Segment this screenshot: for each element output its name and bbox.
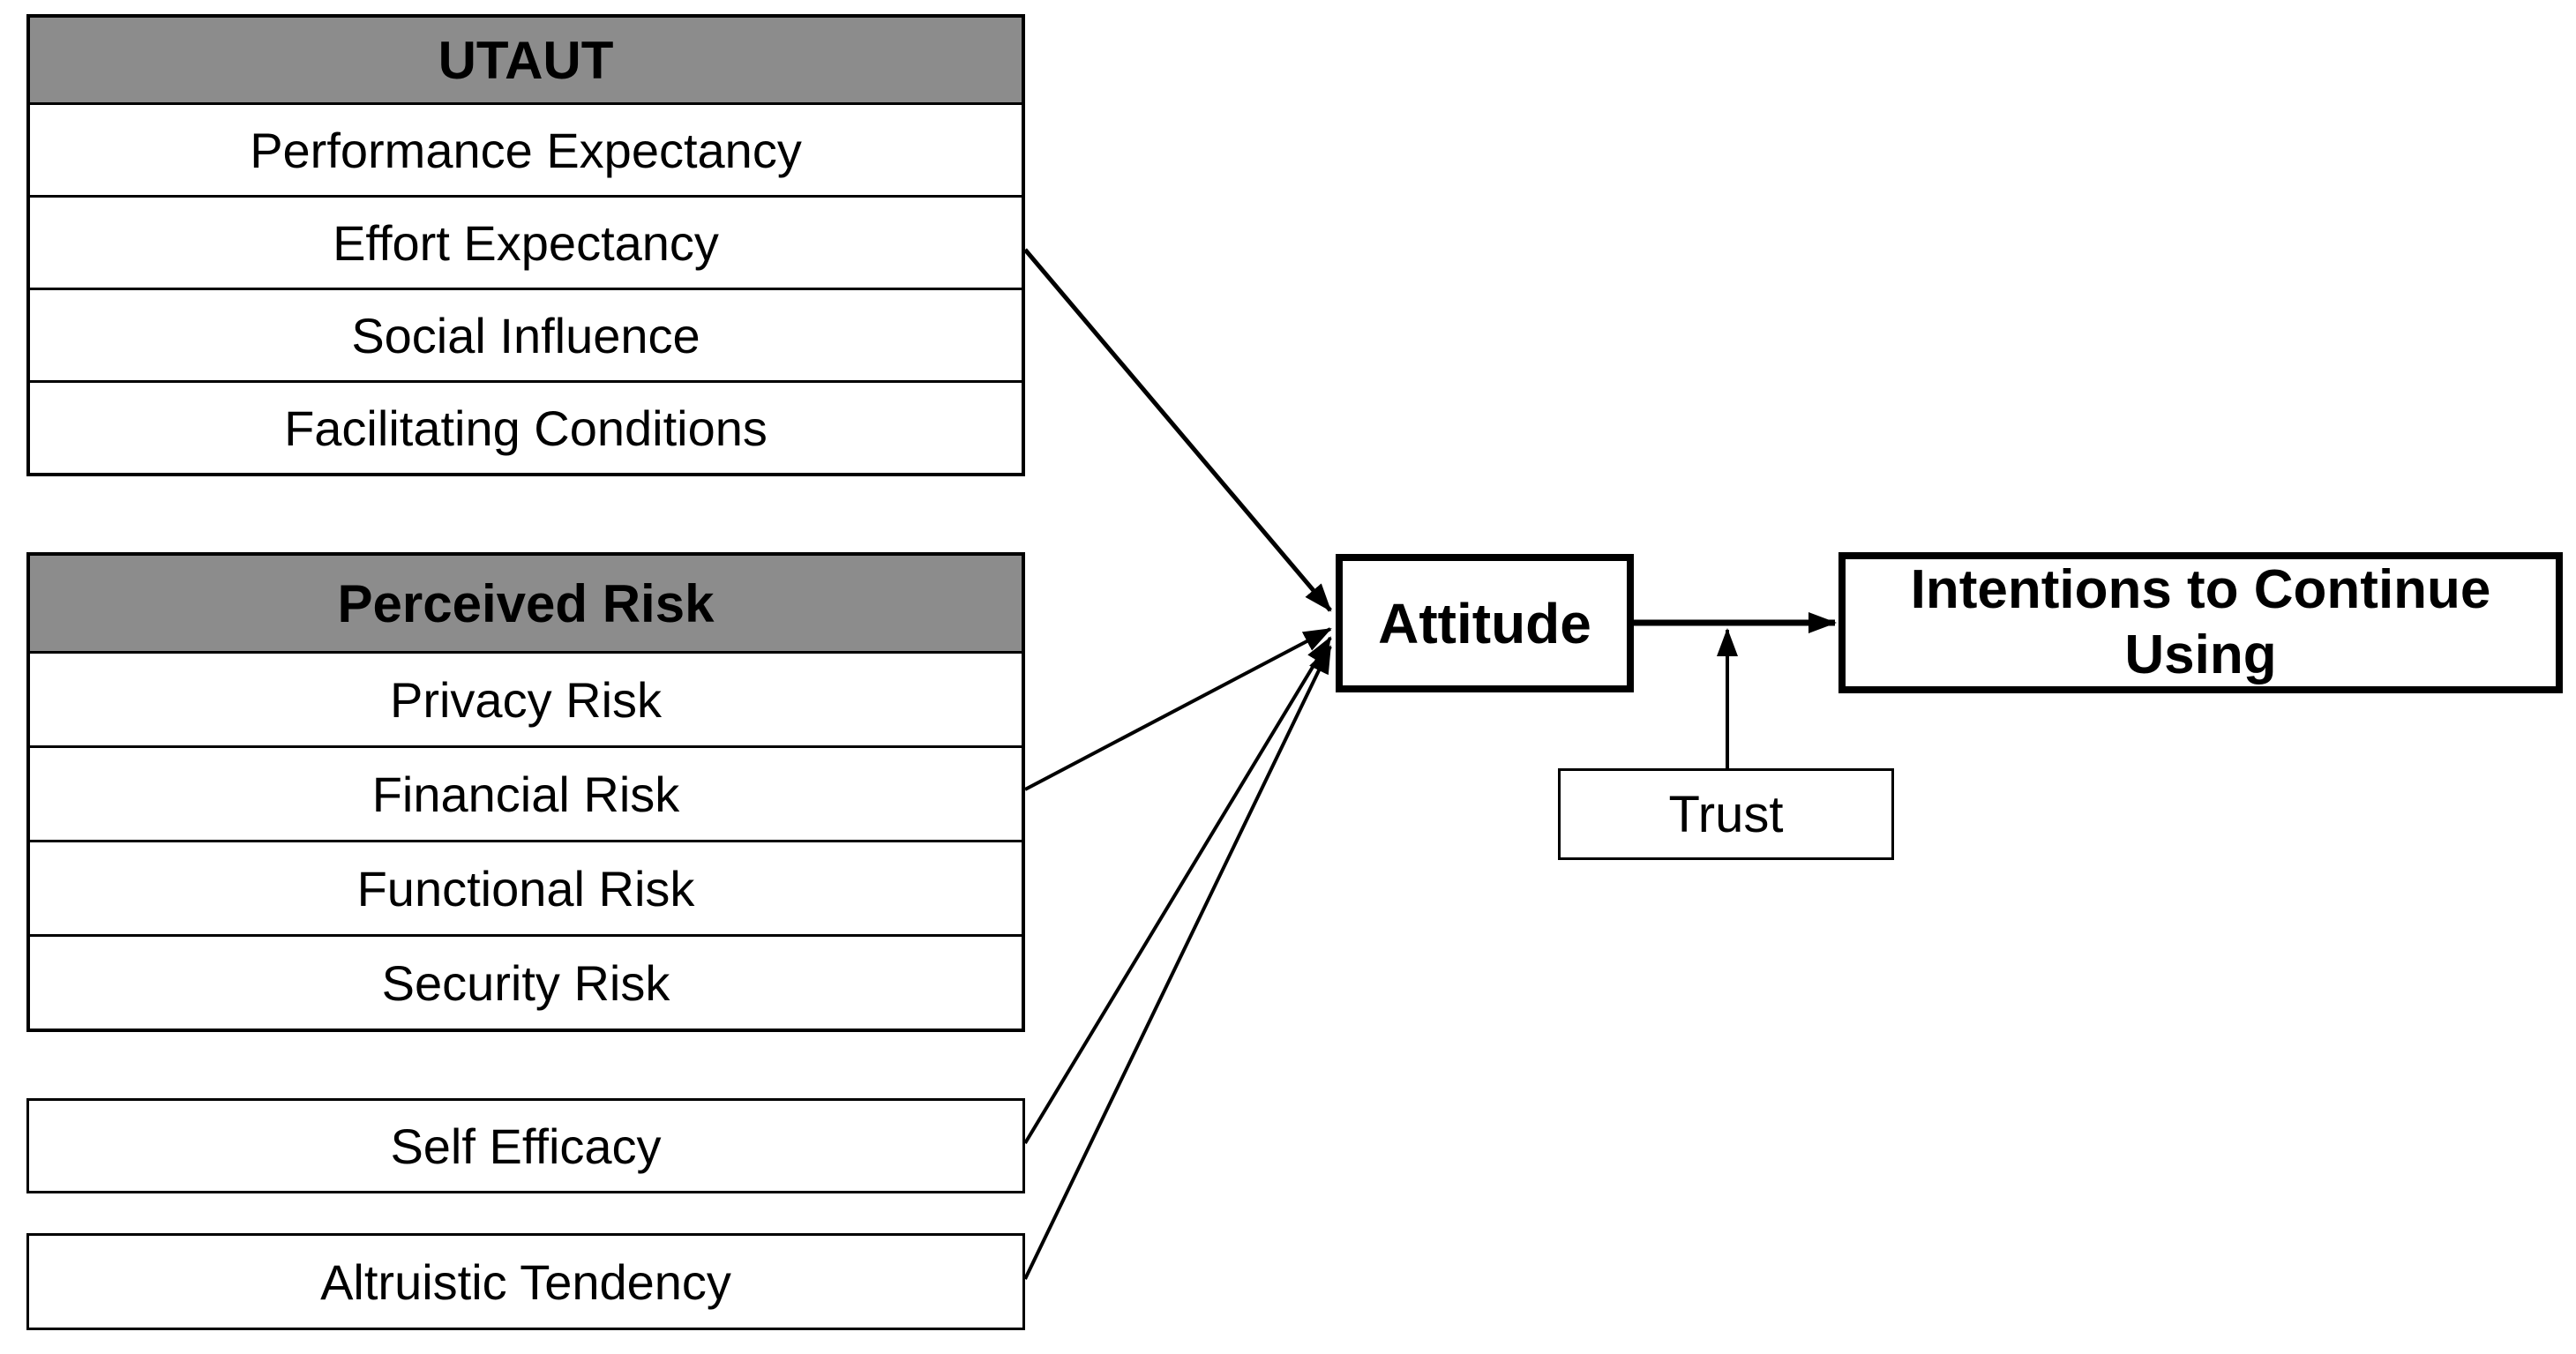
arrow-self-efficacy-to-attitude — [1023, 636, 1332, 1145]
perceived-risk-header: Perceived Risk — [30, 556, 1022, 654]
trust-box: Trust — [1558, 768, 1894, 860]
risk-row-functional: Functional Risk — [30, 842, 1022, 937]
intentions-to-continue-using-box: Intentions to Continue Using — [1838, 552, 2563, 693]
utaut-row-performance-expectancy: Performance Expectancy — [30, 105, 1022, 198]
arrow-perceived-risk-to-attitude — [1024, 627, 1332, 791]
utaut-row-facilitating-conditions: Facilitating Conditions — [30, 383, 1022, 473]
perceived-risk-table: Perceived Risk Privacy Risk Financial Ri… — [26, 552, 1025, 1032]
self-efficacy-box: Self Efficacy — [26, 1098, 1025, 1193]
utaut-row-social-influence: Social Influence — [30, 290, 1022, 383]
risk-row-privacy: Privacy Risk — [30, 654, 1022, 748]
risk-row-security: Security Risk — [30, 937, 1022, 1029]
utaut-table: UTAUT Performance Expectancy Effort Expe… — [26, 14, 1025, 476]
altruistic-tendency-box: Altruistic Tendency — [26, 1233, 1025, 1330]
attitude-box: Attitude — [1336, 554, 1634, 692]
utaut-row-effort-expectancy: Effort Expectancy — [30, 198, 1022, 290]
arrow-utaut-to-attitude — [1023, 248, 1332, 612]
utaut-header: UTAUT — [30, 18, 1022, 105]
risk-row-financial: Financial Risk — [30, 748, 1022, 842]
arrow-altruistic-to-attitude — [1023, 645, 1332, 1280]
